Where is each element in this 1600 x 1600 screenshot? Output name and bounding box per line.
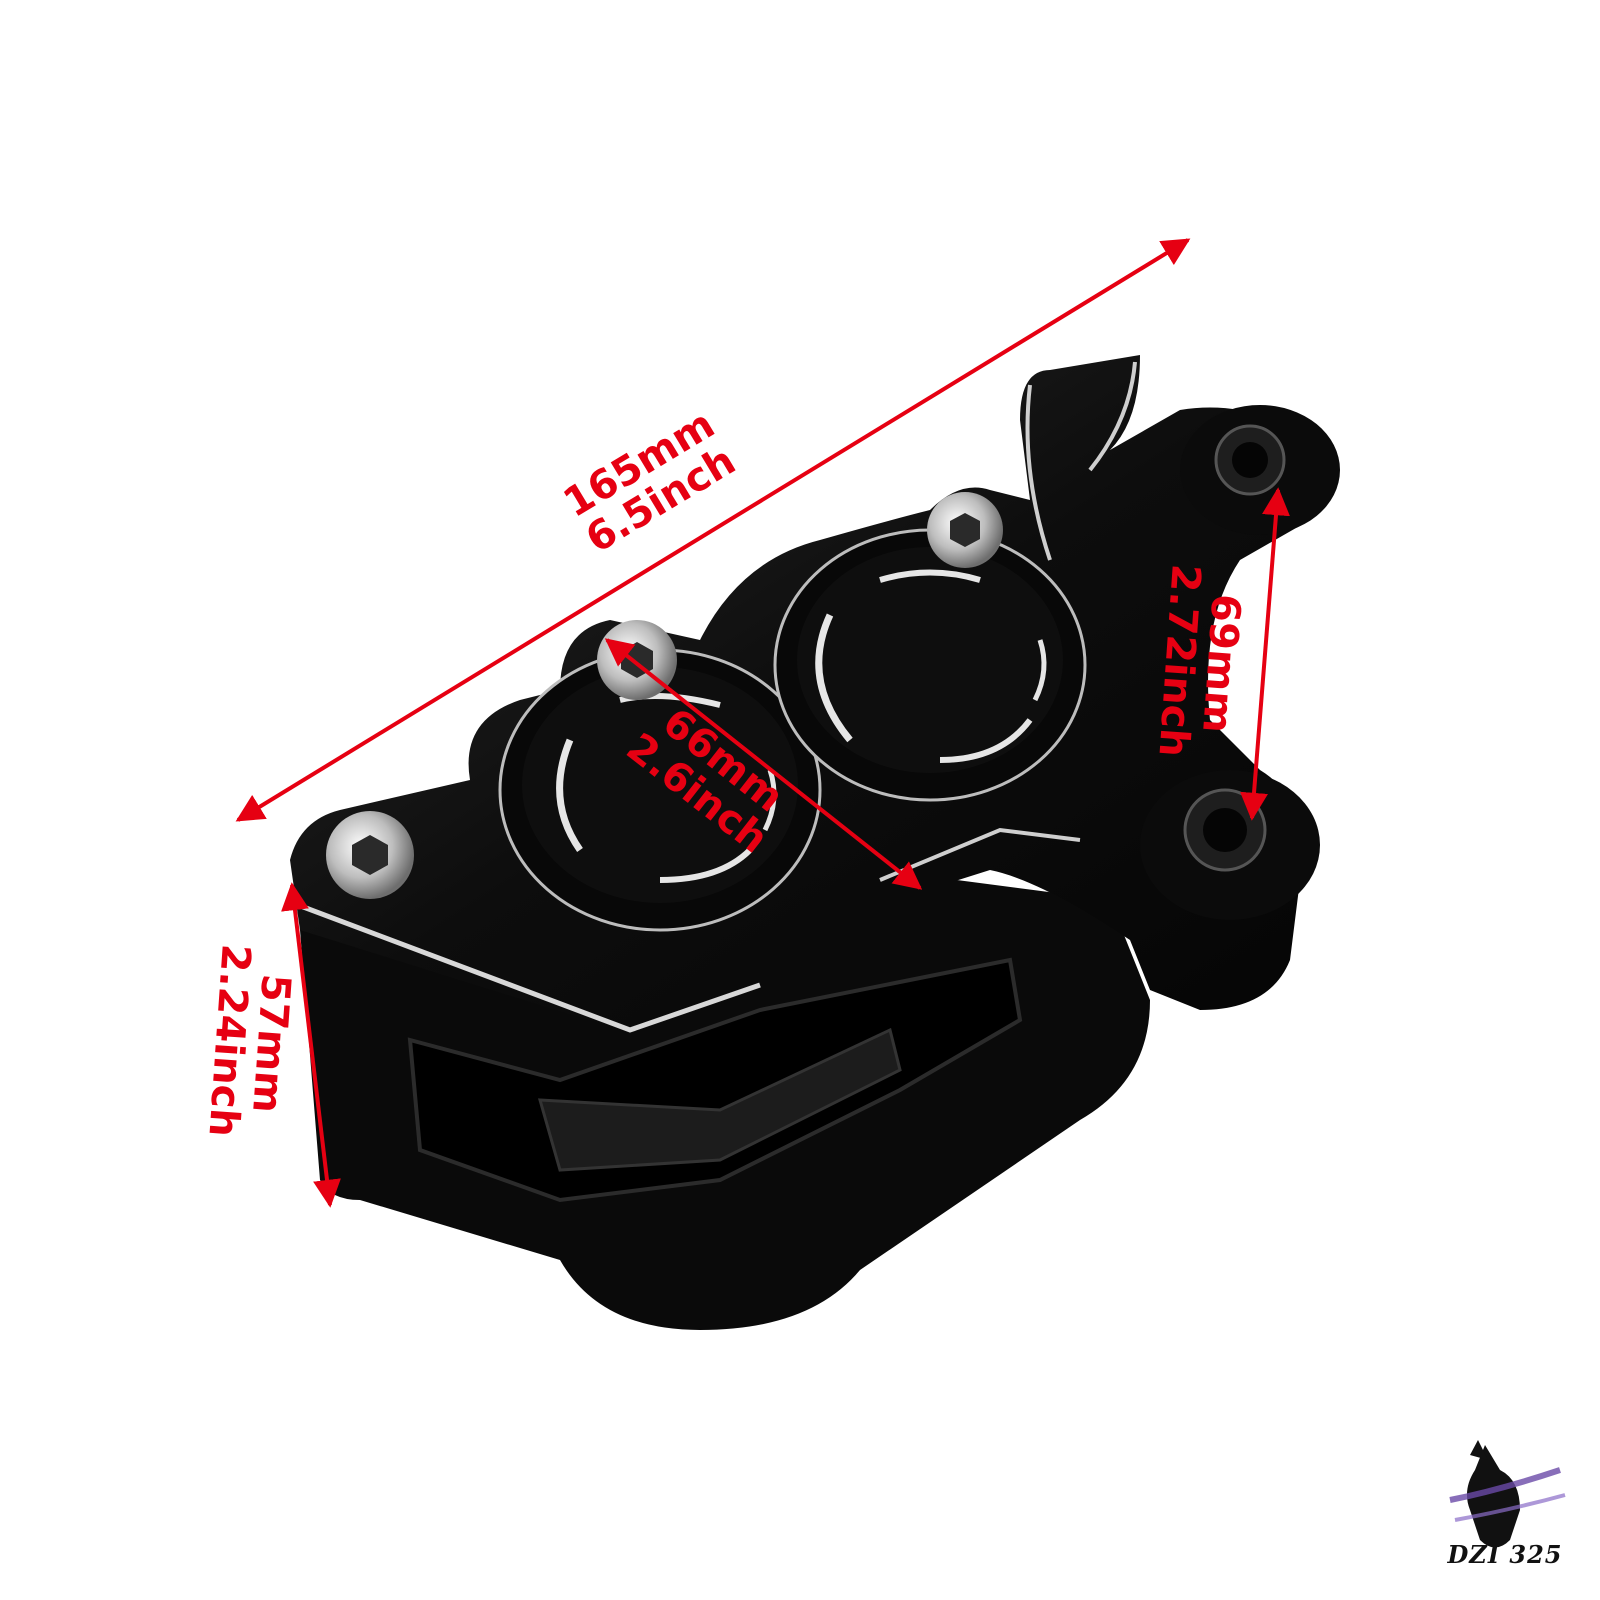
mounting-ear-upper	[1180, 405, 1340, 535]
horse-head-logo	[1449, 1440, 1566, 1548]
hex-bolt-front	[326, 811, 414, 899]
dimension-arrow-length	[235, 238, 1191, 822]
dimension-label-height: 57mm 2.24inch	[199, 914, 300, 1169]
hex-bolt-rear	[927, 492, 1003, 568]
mounting-ear-lower	[1140, 770, 1320, 920]
piston-cap-rear	[773, 528, 1087, 802]
dimension-arrow-mount	[1240, 487, 1290, 821]
dimension-arrow-height	[281, 882, 341, 1208]
brake-pad	[537, 1027, 902, 1172]
chamfer-edge-front	[297, 902, 761, 1033]
watermark-text: DZI 325	[1447, 1540, 1563, 1569]
brake-caliper	[290, 355, 1340, 1330]
dimension-label-mount: 69mm 2.72inch	[1149, 534, 1250, 789]
dimension-arrow-width	[604, 638, 923, 890]
